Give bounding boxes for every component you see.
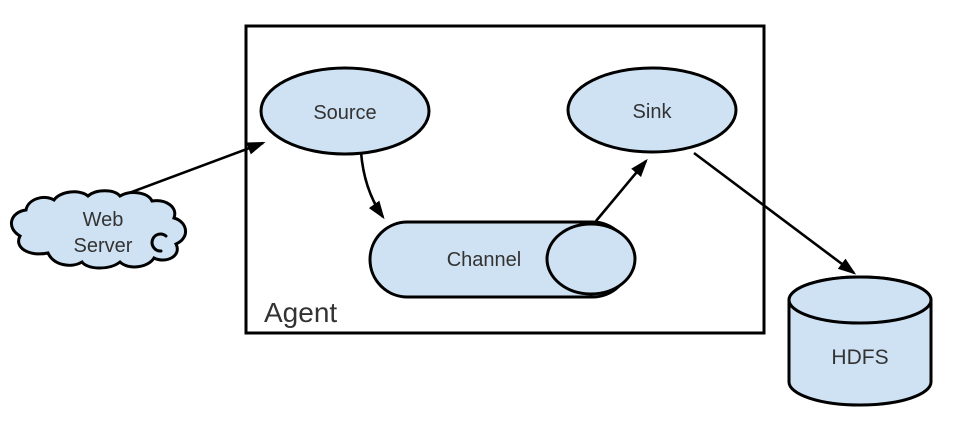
- edge-web-server-to-source: [112, 141, 266, 201]
- agent-container-box: [244, 24, 766, 335]
- agent-label: Agent: [264, 297, 337, 328]
- cloud-shape: [10, 189, 187, 270]
- channel-label: Channel: [447, 249, 522, 271]
- sink-label: Sink: [633, 101, 673, 123]
- cloud-curl-detail: [150, 232, 168, 253]
- web-server-label-line2: Server: [74, 235, 133, 257]
- node-hdfs: HDFS: [787, 275, 933, 407]
- sink-ellipse: [566, 66, 738, 154]
- node-channel: Channel: [368, 220, 637, 299]
- node-web-server: Web Server: [10, 189, 187, 270]
- node-sink: Sink: [566, 66, 738, 154]
- channel-end-cap: [545, 222, 637, 296]
- edge-channel-to-sink: [595, 158, 648, 222]
- node-source: Source: [259, 66, 431, 156]
- edge-sink-to-hdfs: [693, 151, 857, 275]
- edge-source-to-channel: [359, 151, 385, 220]
- source-ellipse: [259, 66, 431, 156]
- hdfs-label: HDFS: [831, 346, 888, 369]
- hdfs-cylinder-top: [787, 275, 933, 325]
- source-label: Source: [313, 102, 376, 124]
- web-server-label-line1: Web: [83, 209, 124, 231]
